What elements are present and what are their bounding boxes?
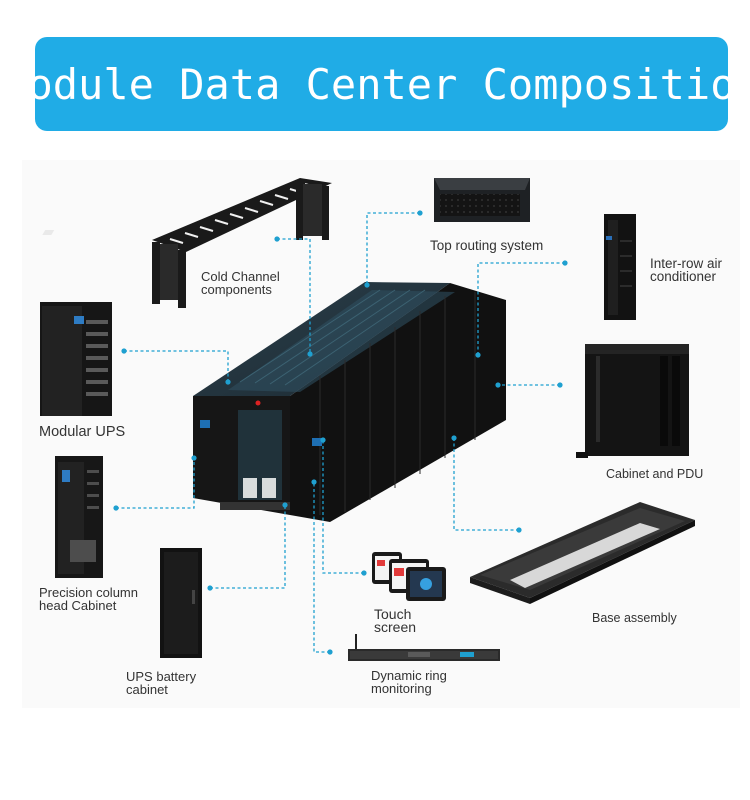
- label-modular-ups: Modular UPS: [39, 424, 126, 440]
- top-routing-tray: [434, 178, 530, 222]
- base-assembly-unit: [470, 502, 695, 604]
- connector-lines: [116, 212, 565, 653]
- connector-dots: [113, 210, 568, 655]
- data-center-module: [193, 282, 506, 522]
- modular-ups-cabinet: [40, 302, 112, 416]
- label-touch-screen: Touch screen: [374, 606, 417, 635]
- title-banner: Module Data Center Composition: [2, 37, 750, 131]
- label-ups-battery: UPS battery cabinet: [126, 669, 197, 697]
- cold-channel-frame: [42, 178, 332, 308]
- page-title: Module Data Center Composition: [2, 59, 750, 109]
- ring-monitoring-host: [348, 634, 500, 661]
- label-cabinet-pdu: Cabinet and PDU: [606, 467, 704, 481]
- label-cold-channel: Cold Channel components: [201, 269, 280, 297]
- label-ring-monitoring: Dynamic ring monitoring: [371, 668, 447, 696]
- cabinet-pdu-unit: [576, 344, 689, 458]
- touch-screen-devices: [372, 552, 446, 601]
- ups-battery-cabinet-unit: [160, 548, 202, 658]
- precision-column-cabinet: [55, 456, 103, 578]
- label-top-routing: Top routing system: [430, 238, 544, 253]
- inter-row-ac-unit: [604, 214, 636, 320]
- label-precision-column: Precision column head Cabinet: [39, 585, 138, 613]
- label-inter-row-ac: Inter-row air conditioner: [650, 256, 723, 284]
- label-base-assembly: Base assembly: [592, 611, 677, 625]
